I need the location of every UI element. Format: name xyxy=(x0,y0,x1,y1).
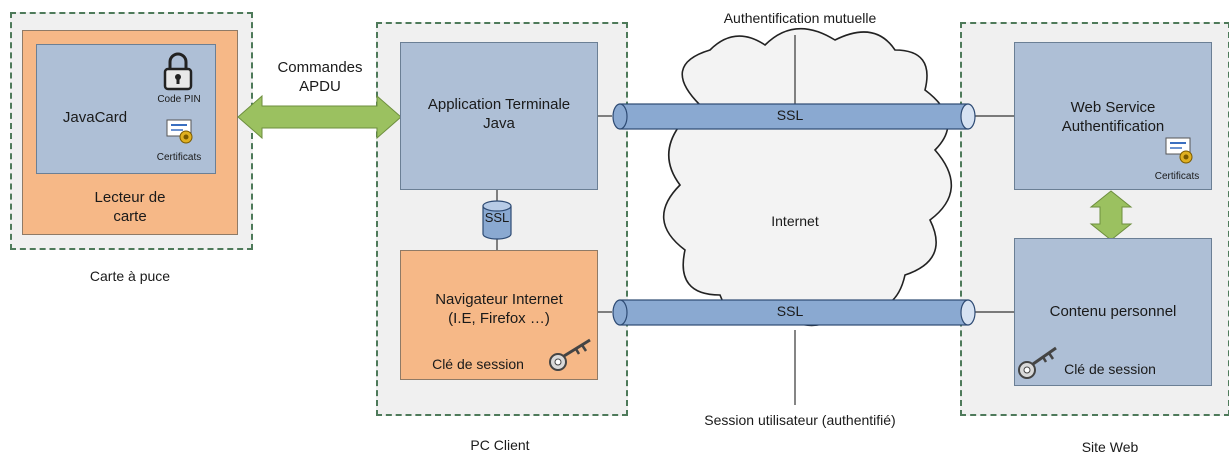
browser-label: Navigateur Internet (I.E, Firefox …) xyxy=(435,291,563,327)
ssl-label-top: SSL xyxy=(776,107,804,123)
terminal-app-box xyxy=(400,42,598,190)
smart-card-caption: Carte à puce xyxy=(89,268,171,284)
code-pin-label: Code PIN xyxy=(157,94,201,105)
web-site-caption: Site Web xyxy=(1081,439,1139,455)
pc-client-caption: PC Client xyxy=(470,437,530,453)
ssl-label-bottom: SSL xyxy=(776,303,804,319)
card-reader-label: Lecteur de carte xyxy=(94,189,166,225)
internet-label: Internet xyxy=(771,213,819,229)
terminal-app-label: Application Terminale Java xyxy=(427,96,571,132)
web-service-label: Web Service Authentification xyxy=(1061,99,1165,135)
apdu-label: Commandes APDU xyxy=(277,59,363,95)
session-key-label-client: Clé de session xyxy=(432,356,524,372)
web-service-box xyxy=(1014,42,1212,190)
ssl-label-local: SSL xyxy=(484,210,510,225)
javacard-label: JavaCard xyxy=(62,109,128,126)
certificates-label-card: Certificats xyxy=(156,152,202,163)
certificates-label-server: Certificats xyxy=(1154,171,1200,182)
session-key-label-server: Clé de session xyxy=(1064,361,1156,377)
user-session-label: Session utilisateur (authentifié) xyxy=(704,412,896,428)
personal-content-label: Contenu personnel xyxy=(1049,303,1177,320)
mutual-auth-label: Authentification mutuelle xyxy=(723,10,877,26)
